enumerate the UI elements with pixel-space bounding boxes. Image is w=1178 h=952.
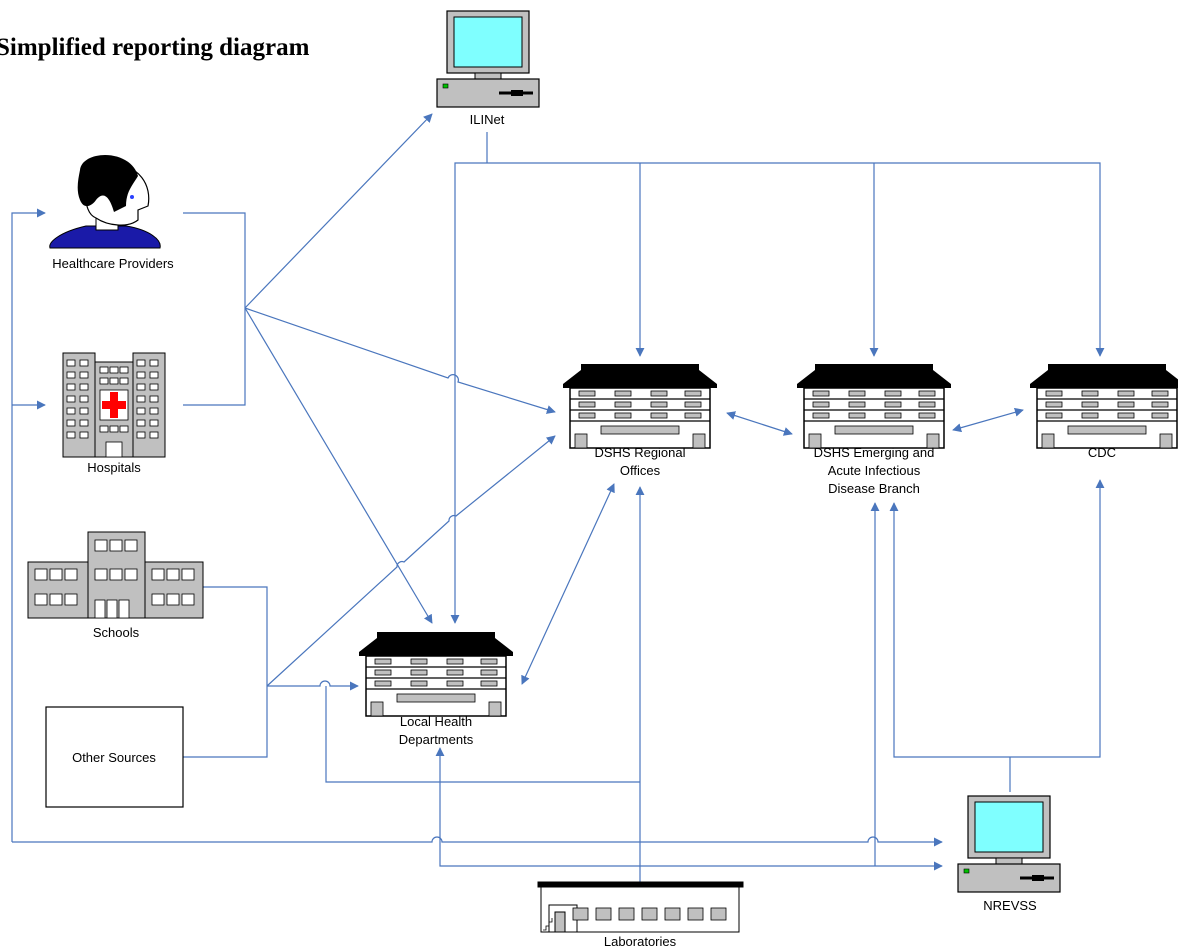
person-icon — [49, 154, 161, 249]
diagram-title: Simplified reporting diagram — [0, 34, 310, 61]
hospital-icon — [62, 352, 166, 458]
other-sources-label: Other Sources — [72, 750, 156, 765]
dshs-regional-label-line-2: Offices — [620, 463, 661, 478]
hospitals-node: Hospitals — [62, 352, 166, 475]
laboratory-icon — [537, 881, 744, 933]
schools-label: Schools — [93, 625, 140, 640]
laboratories-node: Laboratories — [537, 881, 744, 949]
laboratories-label: Laboratories — [604, 934, 677, 949]
dshs-emerging-label-line-3: Disease Branch — [828, 481, 920, 496]
server-icon — [1029, 363, 1178, 449]
computer-icon — [435, 9, 541, 109]
ilinet-node: ILINet — [435, 9, 541, 127]
local-health-label-line-2: Departments — [399, 732, 474, 747]
dshs-regional-label-line-1: DSHS Regional — [594, 445, 685, 460]
cdc-node: CDC — [1029, 363, 1178, 460]
server-icon — [796, 363, 952, 449]
computer-icon — [956, 794, 1062, 894]
healthcare-providers-label: Healthcare Providers — [52, 256, 174, 271]
dshs-regional-offices-node: DSHS Regional Offices — [562, 363, 718, 478]
dshs-emerging-label-line-1: DSHS Emerging and — [814, 445, 935, 460]
ilinet-label: ILINet — [470, 112, 505, 127]
other-sources-box — [45, 706, 184, 808]
hospitals-label: Hospitals — [87, 460, 141, 475]
other-sources-node: Other Sources — [45, 706, 184, 808]
schools-node: Schools — [27, 531, 204, 640]
healthcare-providers-node: Healthcare Providers — [49, 154, 174, 271]
server-icon — [358, 631, 514, 717]
local-health-label-line-1: Local Health — [400, 714, 472, 729]
dshs-emerging-node: DSHS Emerging and Acute Infectious Disea… — [796, 363, 952, 496]
dshs-emerging-label-line-2: Acute Infectious — [828, 463, 921, 478]
local-health-departments-node: Local Health Departments — [358, 631, 514, 747]
school-icon — [27, 531, 204, 619]
server-icon — [562, 363, 718, 449]
nrevss-node: NREVSS — [956, 794, 1062, 913]
nrevss-label: NREVSS — [983, 898, 1037, 913]
connectors — [11, 113, 1105, 882]
cdc-label: CDC — [1088, 445, 1116, 460]
